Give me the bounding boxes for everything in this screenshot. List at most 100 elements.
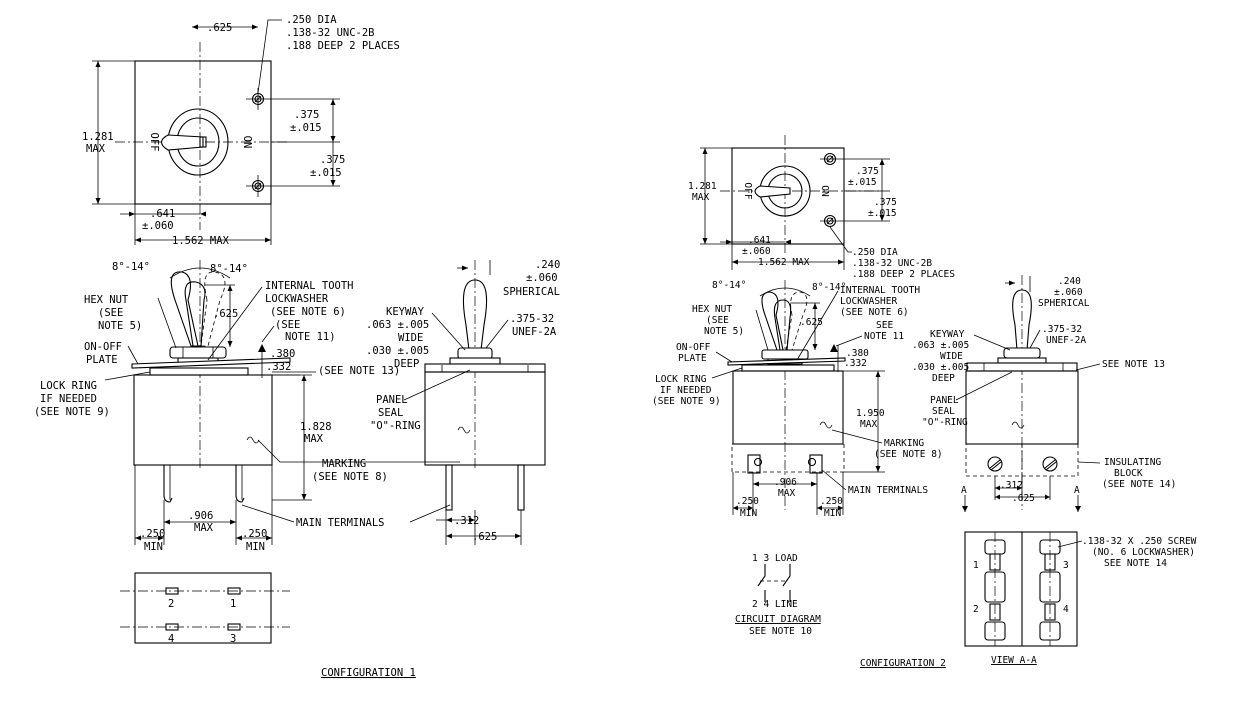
- config2-dim-250-left: .250: [736, 496, 759, 507]
- config2-dim-250-right: .250: [820, 496, 843, 507]
- config2-body-height: 1.950: [856, 408, 885, 419]
- config2-insulating-3: (SEE NOTE 14): [1102, 479, 1176, 490]
- config1-dim-380: .380: [270, 348, 295, 360]
- config1-term-4: 4: [168, 633, 174, 645]
- config2-body-height-max: MAX: [860, 419, 877, 430]
- config2-section-mark-left: A: [961, 485, 967, 496]
- config2-dim-375b: .375: [874, 197, 897, 208]
- config1-keyway-4: .030 ±.005: [366, 345, 429, 357]
- config2-view-term-1: 1: [973, 560, 979, 571]
- config2-spherical-3: SPHERICAL: [1038, 298, 1090, 309]
- config1-marking-2: (SEE NOTE 8): [312, 471, 388, 483]
- config2-washer-3: (SEE NOTE 6): [840, 307, 909, 318]
- config2-dim-641: .641: [748, 235, 771, 246]
- config1-bottom-view: 2 1 4 3: [120, 572, 290, 645]
- config1-hole-note-3: .188 DEEP 2 PLACES: [286, 40, 400, 52]
- config1-term-3: 3: [230, 633, 236, 645]
- config2-side-screw-left: [987, 456, 1003, 472]
- config1-dim-375a: .375: [294, 109, 319, 121]
- config1-on-label: ON: [241, 136, 253, 149]
- config1-dim-625-top: .625: [207, 22, 232, 34]
- config2-dim-906: .906: [774, 477, 797, 488]
- config2-note11-2: NOTE 11: [864, 331, 904, 342]
- config2-panel-seal-2: SEAL: [932, 406, 955, 417]
- config2-dim-375a-tol: ±.015: [848, 177, 877, 188]
- circuit-title: CIRCUIT DIAGRAM: [735, 614, 821, 625]
- config2-hex-nut-3: NOTE 5): [704, 326, 744, 337]
- config1-dim-332: .332: [266, 361, 291, 373]
- config2-screw-3: SEE NOTE 14: [1104, 558, 1167, 569]
- config1-note11-1: (SEE: [275, 319, 300, 331]
- config1-height-max: MAX: [86, 143, 106, 155]
- config1-height: 1.281: [82, 131, 114, 143]
- config1-thread-1: .375-32: [510, 313, 554, 325]
- config1-dim-641-tol: ±.060: [142, 220, 174, 232]
- config2-front-view: 8°-14° 8°-14° .625 HEX NUT (SEE NOTE 5) …: [652, 280, 943, 519]
- config2-dim-906-max: MAX: [778, 488, 795, 499]
- config2-keyway-4: .030 ±.005: [912, 362, 969, 373]
- circuit-line-label: 2 4 LINE: [752, 599, 798, 610]
- config2-thread-2: UNEF-2A: [1046, 335, 1086, 346]
- config1-dim-250-left-min: MIN: [144, 541, 163, 553]
- config1-term-1: 1: [230, 598, 236, 610]
- config1-hex-nut-3: NOTE 5): [98, 320, 142, 332]
- config2-thread-1: .375-32: [1042, 324, 1082, 335]
- config2-terminal-stack-left: [984, 539, 1006, 641]
- config1-keyway-3: WIDE: [398, 332, 423, 344]
- config2-view-term-4: 4: [1063, 604, 1069, 615]
- config1-dim-641: .641: [150, 208, 175, 220]
- config2-dim-250-right-min: MIN: [824, 508, 841, 519]
- config1-hex-nut-1: HEX NUT: [84, 294, 129, 306]
- config2-height: 1.281: [688, 181, 717, 192]
- config1-washer-2: LOCKWASHER: [265, 293, 329, 305]
- config1-dim-375a-tol: ±.015: [290, 122, 322, 134]
- config2-width: 1.562 MAX: [758, 257, 810, 268]
- config2-hole-note-2: .138-32 UNC-2B: [852, 258, 932, 269]
- config2-spherical-2: ±.060: [1054, 287, 1083, 298]
- config2-angle-left: 8°-14°: [712, 280, 746, 291]
- config1-hole-note-2: .138-32 UNC-2B: [286, 27, 375, 39]
- config2-height-max: MAX: [692, 192, 709, 203]
- config1-dim-375b: .375: [320, 154, 345, 166]
- config2-keyway-3: WIDE: [940, 351, 963, 362]
- config1-body-height: 1.828: [300, 421, 332, 433]
- config1-dim-250-right-min: MIN: [246, 541, 265, 553]
- config1-dim-250-left: .250: [140, 528, 165, 540]
- config1-dim-312: .312: [454, 515, 479, 527]
- config1-hex-nut-2: (SEE: [98, 307, 123, 319]
- config2-view-term-3: 3: [1063, 560, 1069, 571]
- config1-group: OFF ON .625 .250 DIA .138-32 UNC-2B .188…: [34, 14, 560, 679]
- config1-dim-250-right: .250: [242, 528, 267, 540]
- config1-marking-1: MARKING: [322, 458, 366, 470]
- config1-panel-seal-1: PANEL: [376, 394, 408, 406]
- config1-thread-2: UNEF-2A: [512, 326, 557, 338]
- config2-side-screw-right: [1042, 456, 1058, 472]
- config2-insulating-1: INSULATING: [1104, 457, 1161, 468]
- config1-keyway-2: .063 ±.005: [366, 319, 429, 331]
- config2-off-label: OFF: [742, 182, 753, 199]
- config1-keyway-5: DEEP: [394, 358, 419, 370]
- config2-dim-625-lever: .625: [800, 317, 823, 328]
- config2-section-mark-right: A: [1074, 485, 1080, 496]
- config2-view-title: VIEW A-A: [991, 655, 1037, 666]
- config1-washer-3: (SEE NOTE 6): [270, 306, 346, 318]
- config2-panel-seal-1: PANEL: [930, 395, 959, 406]
- config2-hex-nut-2: (SEE: [706, 315, 729, 326]
- config2-on-label: ON: [819, 185, 830, 197]
- config2-washer-2: LOCKWASHER: [840, 296, 897, 307]
- config1-dim-906: .906: [188, 510, 213, 522]
- config2-terminal-stack-right: [1039, 539, 1061, 641]
- config1-side-view: .240 ±.060 SPHERICAL KEYWAY .063 ±.005 W…: [366, 259, 560, 545]
- config2-dim-312: .312: [1000, 480, 1023, 491]
- config1-lock-ring-1: LOCK RING: [40, 380, 97, 392]
- config2-lock-ring-1: LOCK RING: [655, 374, 707, 385]
- config2-keyway-5: DEEP: [932, 373, 955, 384]
- circuit-load-label: 1 3 LOAD: [752, 553, 798, 564]
- config1-body-height-max: MAX: [304, 433, 324, 445]
- config2-dim-250-left-min: MIN: [740, 508, 757, 519]
- config2-lock-ring-2: IF NEEDED: [660, 385, 712, 396]
- config2-dim-641-tol: ±.060: [742, 246, 771, 257]
- config1-term-2: 2: [168, 598, 174, 610]
- config2-screw-1: .138-32 X .250 SCREW: [1082, 536, 1197, 547]
